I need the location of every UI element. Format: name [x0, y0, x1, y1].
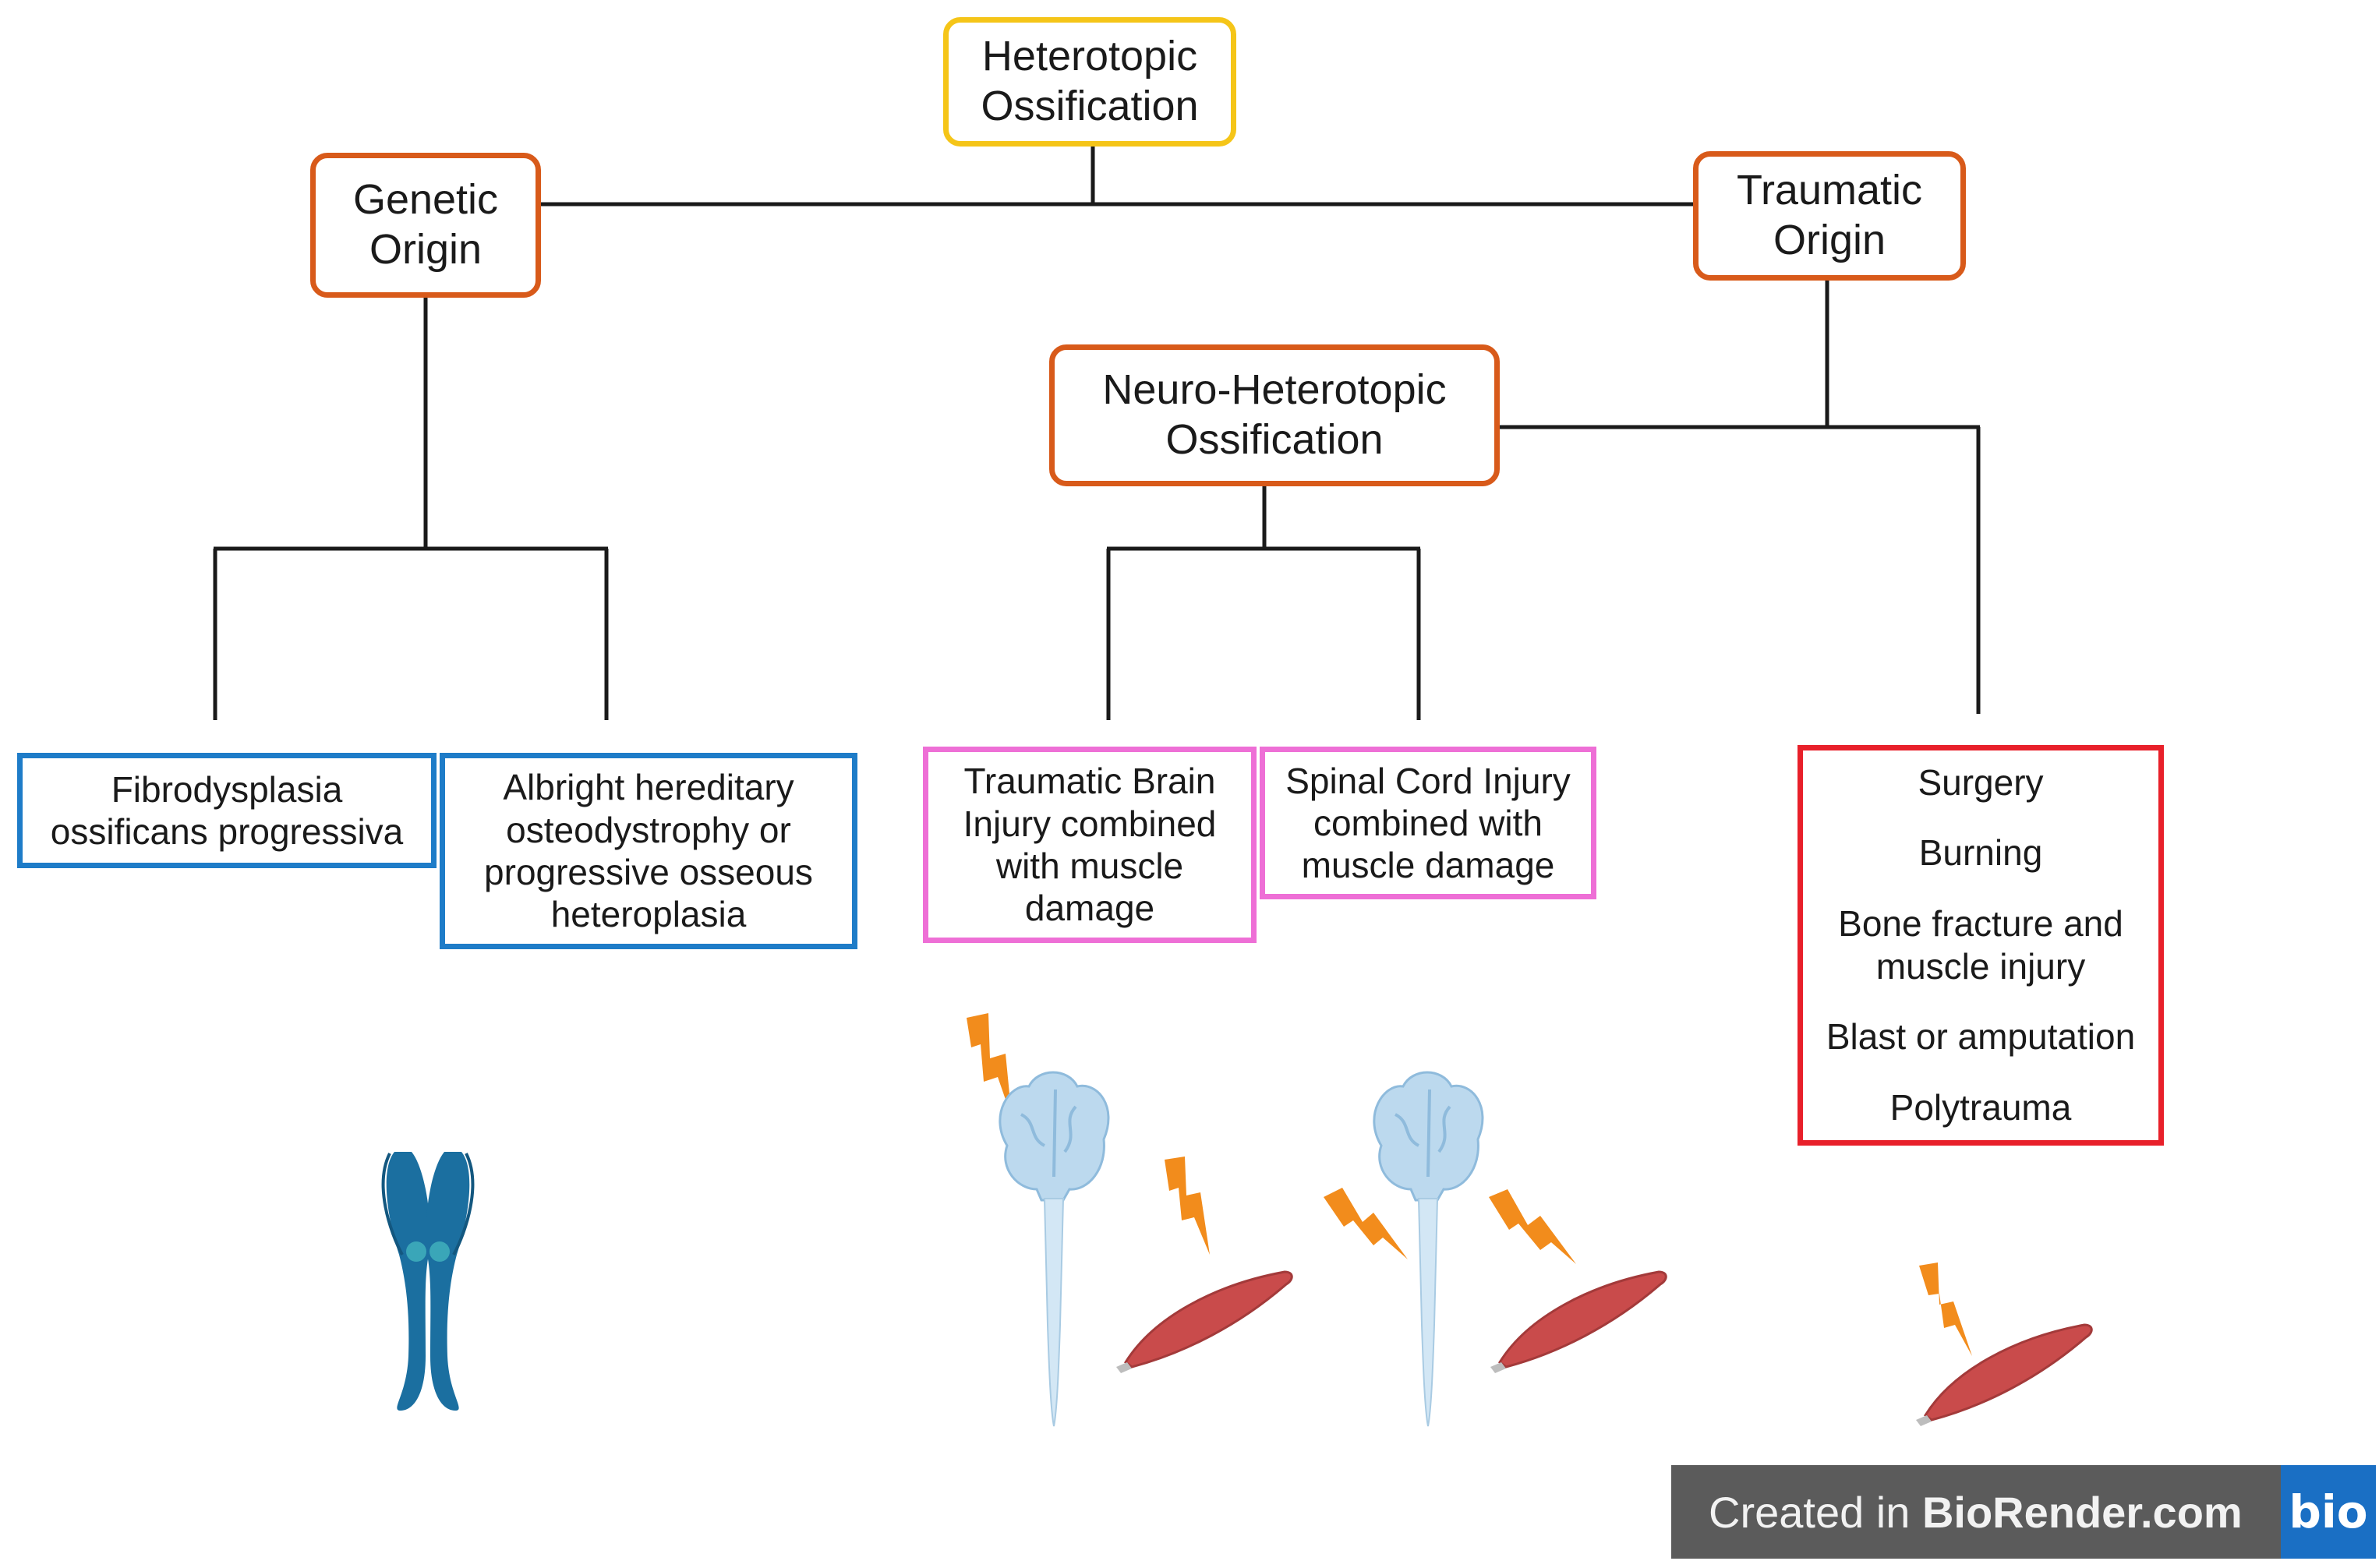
trauma-cause-burning: Burning — [1918, 832, 2043, 874]
genetic-origin-box: Genetic Origin — [310, 153, 541, 298]
trauma-cause-polytrauma: Polytrauma — [1889, 1086, 2072, 1128]
lightning-bolt-icon — [1165, 1157, 1210, 1255]
biorender-watermark: Created in BioRender.com bio — [1671, 1465, 2376, 1559]
neuro-line2: Ossification — [1165, 416, 1384, 463]
sci-line3: muscle damage — [1301, 845, 1555, 886]
lightning-bolt-icon — [1919, 1263, 1972, 1356]
fop-line2: ossificans progressiva — [50, 811, 404, 852]
genetic-line2: Origin — [369, 226, 483, 273]
sci-box: Spinal Cord Injury combined with muscle … — [1260, 747, 1596, 899]
aho-line1: Albright hereditary — [503, 767, 794, 808]
tbi-box: Traumatic Brain Injury combined with mus… — [923, 747, 1257, 943]
biorender-logo-icon: bio — [2281, 1465, 2376, 1559]
fop-line1: Fibrodysplasia — [111, 768, 343, 810]
chromosome-icon — [381, 1152, 475, 1411]
tbi-line2: Injury combined — [963, 803, 1217, 844]
aho-box: Albright hereditary osteodystrophy or pr… — [440, 753, 857, 949]
watermark-brand: BioRender.com — [1921, 1487, 2243, 1537]
heterotopic-ossification-box: Heterotopic Ossification — [943, 17, 1236, 147]
traumatic-line1: Traumatic — [1736, 167, 1923, 214]
neuro-line1: Neuro-Heterotopic — [1102, 366, 1447, 414]
tbi-line4: damage — [1024, 888, 1155, 929]
aho-line3: progressive osseous — [484, 852, 813, 892]
fop-box: Fibrodysplasia ossificans progressiva — [17, 753, 437, 868]
lightning-bolt-icon — [1489, 1189, 1576, 1264]
tbi-line1: Traumatic Brain — [963, 761, 1216, 802]
muscle-icon — [1116, 1270, 1293, 1373]
trauma-cause-fracture: Bone fracture and muscle injury — [1838, 902, 2123, 988]
trauma-cause-fracture-line2: muscle injury — [1875, 946, 2086, 987]
sci-line2: combined with — [1313, 802, 1543, 843]
traumatic-origin-box: Traumatic Origin — [1693, 151, 1966, 281]
lightning-bolt-icon — [967, 1013, 1012, 1118]
lightning-bolt-icon — [1324, 1188, 1408, 1259]
trauma-cause-blast: Blast or amputation — [1826, 1016, 2136, 1058]
tbi-line3: with muscle — [995, 846, 1184, 886]
trauma-causes-box: Surgery Burning Bone fracture and muscle… — [1798, 745, 2164, 1146]
watermark-prefix: Created in — [1709, 1487, 1922, 1537]
connector-lines — [213, 145, 1981, 720]
aho-line4: heteroplasia — [550, 894, 747, 935]
traumatic-line2: Origin — [1773, 217, 1886, 263]
neuro-heterotopic-ossification-box: Neuro-Heterotopic Ossification — [1049, 344, 1500, 486]
trauma-cause-surgery: Surgery — [1918, 762, 2044, 803]
root-line1: Heterotopic — [981, 33, 1198, 80]
muscle-icon — [1916, 1323, 2093, 1426]
brain-spinal-cord-icon — [1373, 1071, 1484, 1427]
watermark-text: Created in BioRender.com — [1671, 1487, 2281, 1538]
sci-line1: Spinal Cord Injury — [1285, 760, 1571, 801]
root-line2: Ossification — [981, 83, 1199, 129]
muscle-icon — [1490, 1270, 1667, 1373]
brain-spinal-cord-icon — [999, 1071, 1110, 1427]
trauma-cause-fracture-line1: Bone fracture and — [1838, 902, 2123, 944]
genetic-line1: Genetic — [352, 176, 499, 224]
aho-line2: osteodystrophy or — [506, 809, 791, 850]
